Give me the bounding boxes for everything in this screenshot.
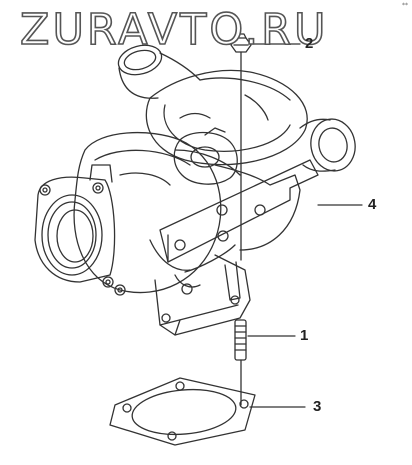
inlet-flange (34, 164, 126, 296)
stud-item-1 (234, 319, 247, 361)
gasket-item-3 (109, 377, 256, 446)
compressor-outlet-pipe (117, 44, 201, 99)
corner-mark: ** (402, 2, 408, 9)
compressor-housing (73, 132, 301, 294)
mounting-base (154, 254, 251, 336)
callout-3: 3 (313, 398, 322, 415)
callout-4: 4 (368, 196, 377, 213)
nut-item-2 (230, 33, 252, 53)
callout-2: 2 (305, 35, 314, 52)
watermark-text: ZURAVTO.RU (19, 4, 329, 56)
turbine-housing (145, 69, 308, 166)
callout-leaders (247, 43, 363, 408)
exhaust-outlet (299, 118, 356, 172)
callout-1: 1 (300, 327, 309, 344)
support-bracket (159, 159, 319, 295)
bearing-housing (173, 127, 238, 185)
